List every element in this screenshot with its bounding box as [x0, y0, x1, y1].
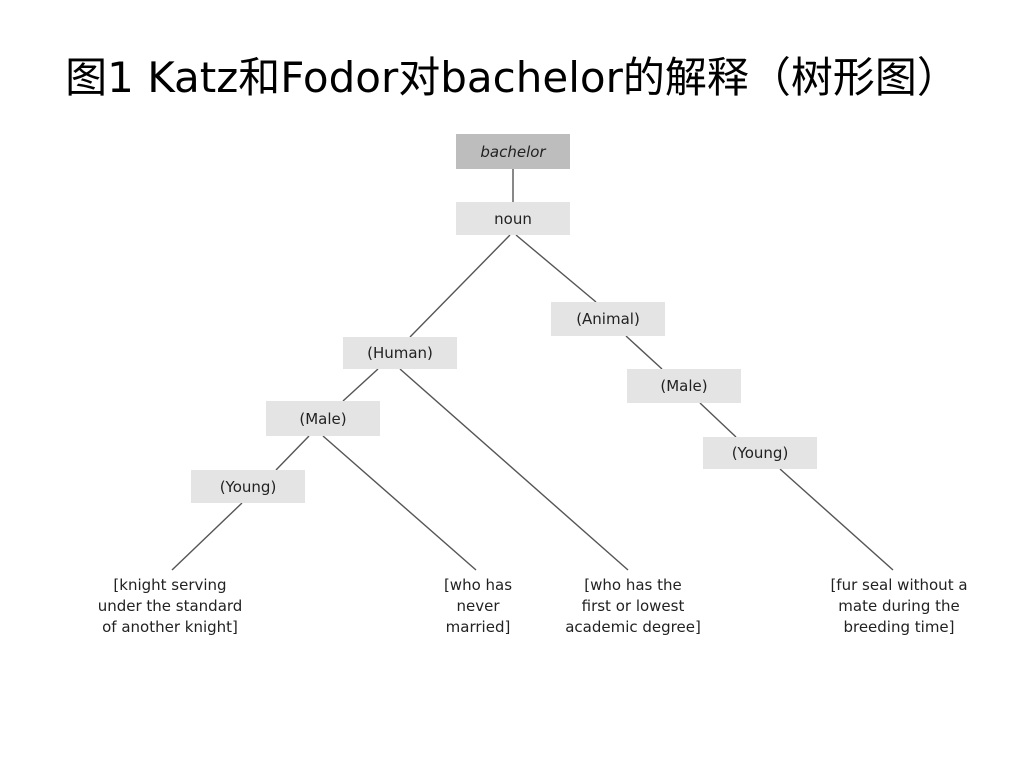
edge-male-unmarried [322, 435, 477, 571]
leaf-knight-line-2: under the standard [97, 597, 243, 615]
leaf-degree: [who has the first or lowest academic de… [543, 575, 723, 638]
leaf-seal-line-3: breeding time] [843, 618, 955, 636]
figure-title: 图1 Katz和Fodor对bachelor的解释（树形图） [65, 53, 959, 102]
leaf-knight-line-1: [knight serving [113, 576, 227, 594]
edge-animal-male [625, 335, 663, 370]
edge-amale-ayoung [699, 402, 737, 438]
node-bachelor: bachelor [456, 134, 570, 169]
leaf-seal-line-1: [fur seal without a [830, 576, 968, 594]
edge-noun-animal [515, 234, 597, 303]
leaf-degree-line-3: academic degree] [565, 618, 701, 636]
leaf-knight: [knight serving under the standard of an… [60, 575, 280, 638]
node-animal: (Animal) [551, 302, 665, 336]
edge-ayoung-seal [779, 468, 894, 571]
node-animal-male: (Male) [627, 369, 741, 403]
edge-human-degree [399, 368, 629, 571]
leaf-seal: [fur seal without a mate during the bree… [798, 575, 1000, 638]
leaf-unmarried-line-3: married] [445, 618, 511, 636]
node-human-male: (Male) [266, 401, 380, 436]
node-human: (Human) [343, 337, 457, 369]
leaf-degree-line-2: first or lowest [581, 597, 685, 615]
node-noun: noun [456, 202, 570, 235]
node-human-young: (Young) [191, 470, 305, 503]
leaf-knight-line-3: of another knight] [102, 618, 238, 636]
edge-young-knight [171, 502, 243, 571]
edge-male-young [275, 435, 310, 471]
node-animal-young: (Young) [703, 437, 817, 469]
leaf-unmarried: [who has never married] [418, 575, 538, 638]
edge-human-male [342, 368, 379, 402]
edge-noun-human [409, 234, 511, 338]
leaf-degree-line-1: [who has the [584, 576, 682, 594]
leaf-seal-line-2: mate during the [838, 597, 960, 615]
leaf-unmarried-line-2: never [456, 597, 500, 615]
leaf-unmarried-line-1: [who has [443, 576, 513, 594]
